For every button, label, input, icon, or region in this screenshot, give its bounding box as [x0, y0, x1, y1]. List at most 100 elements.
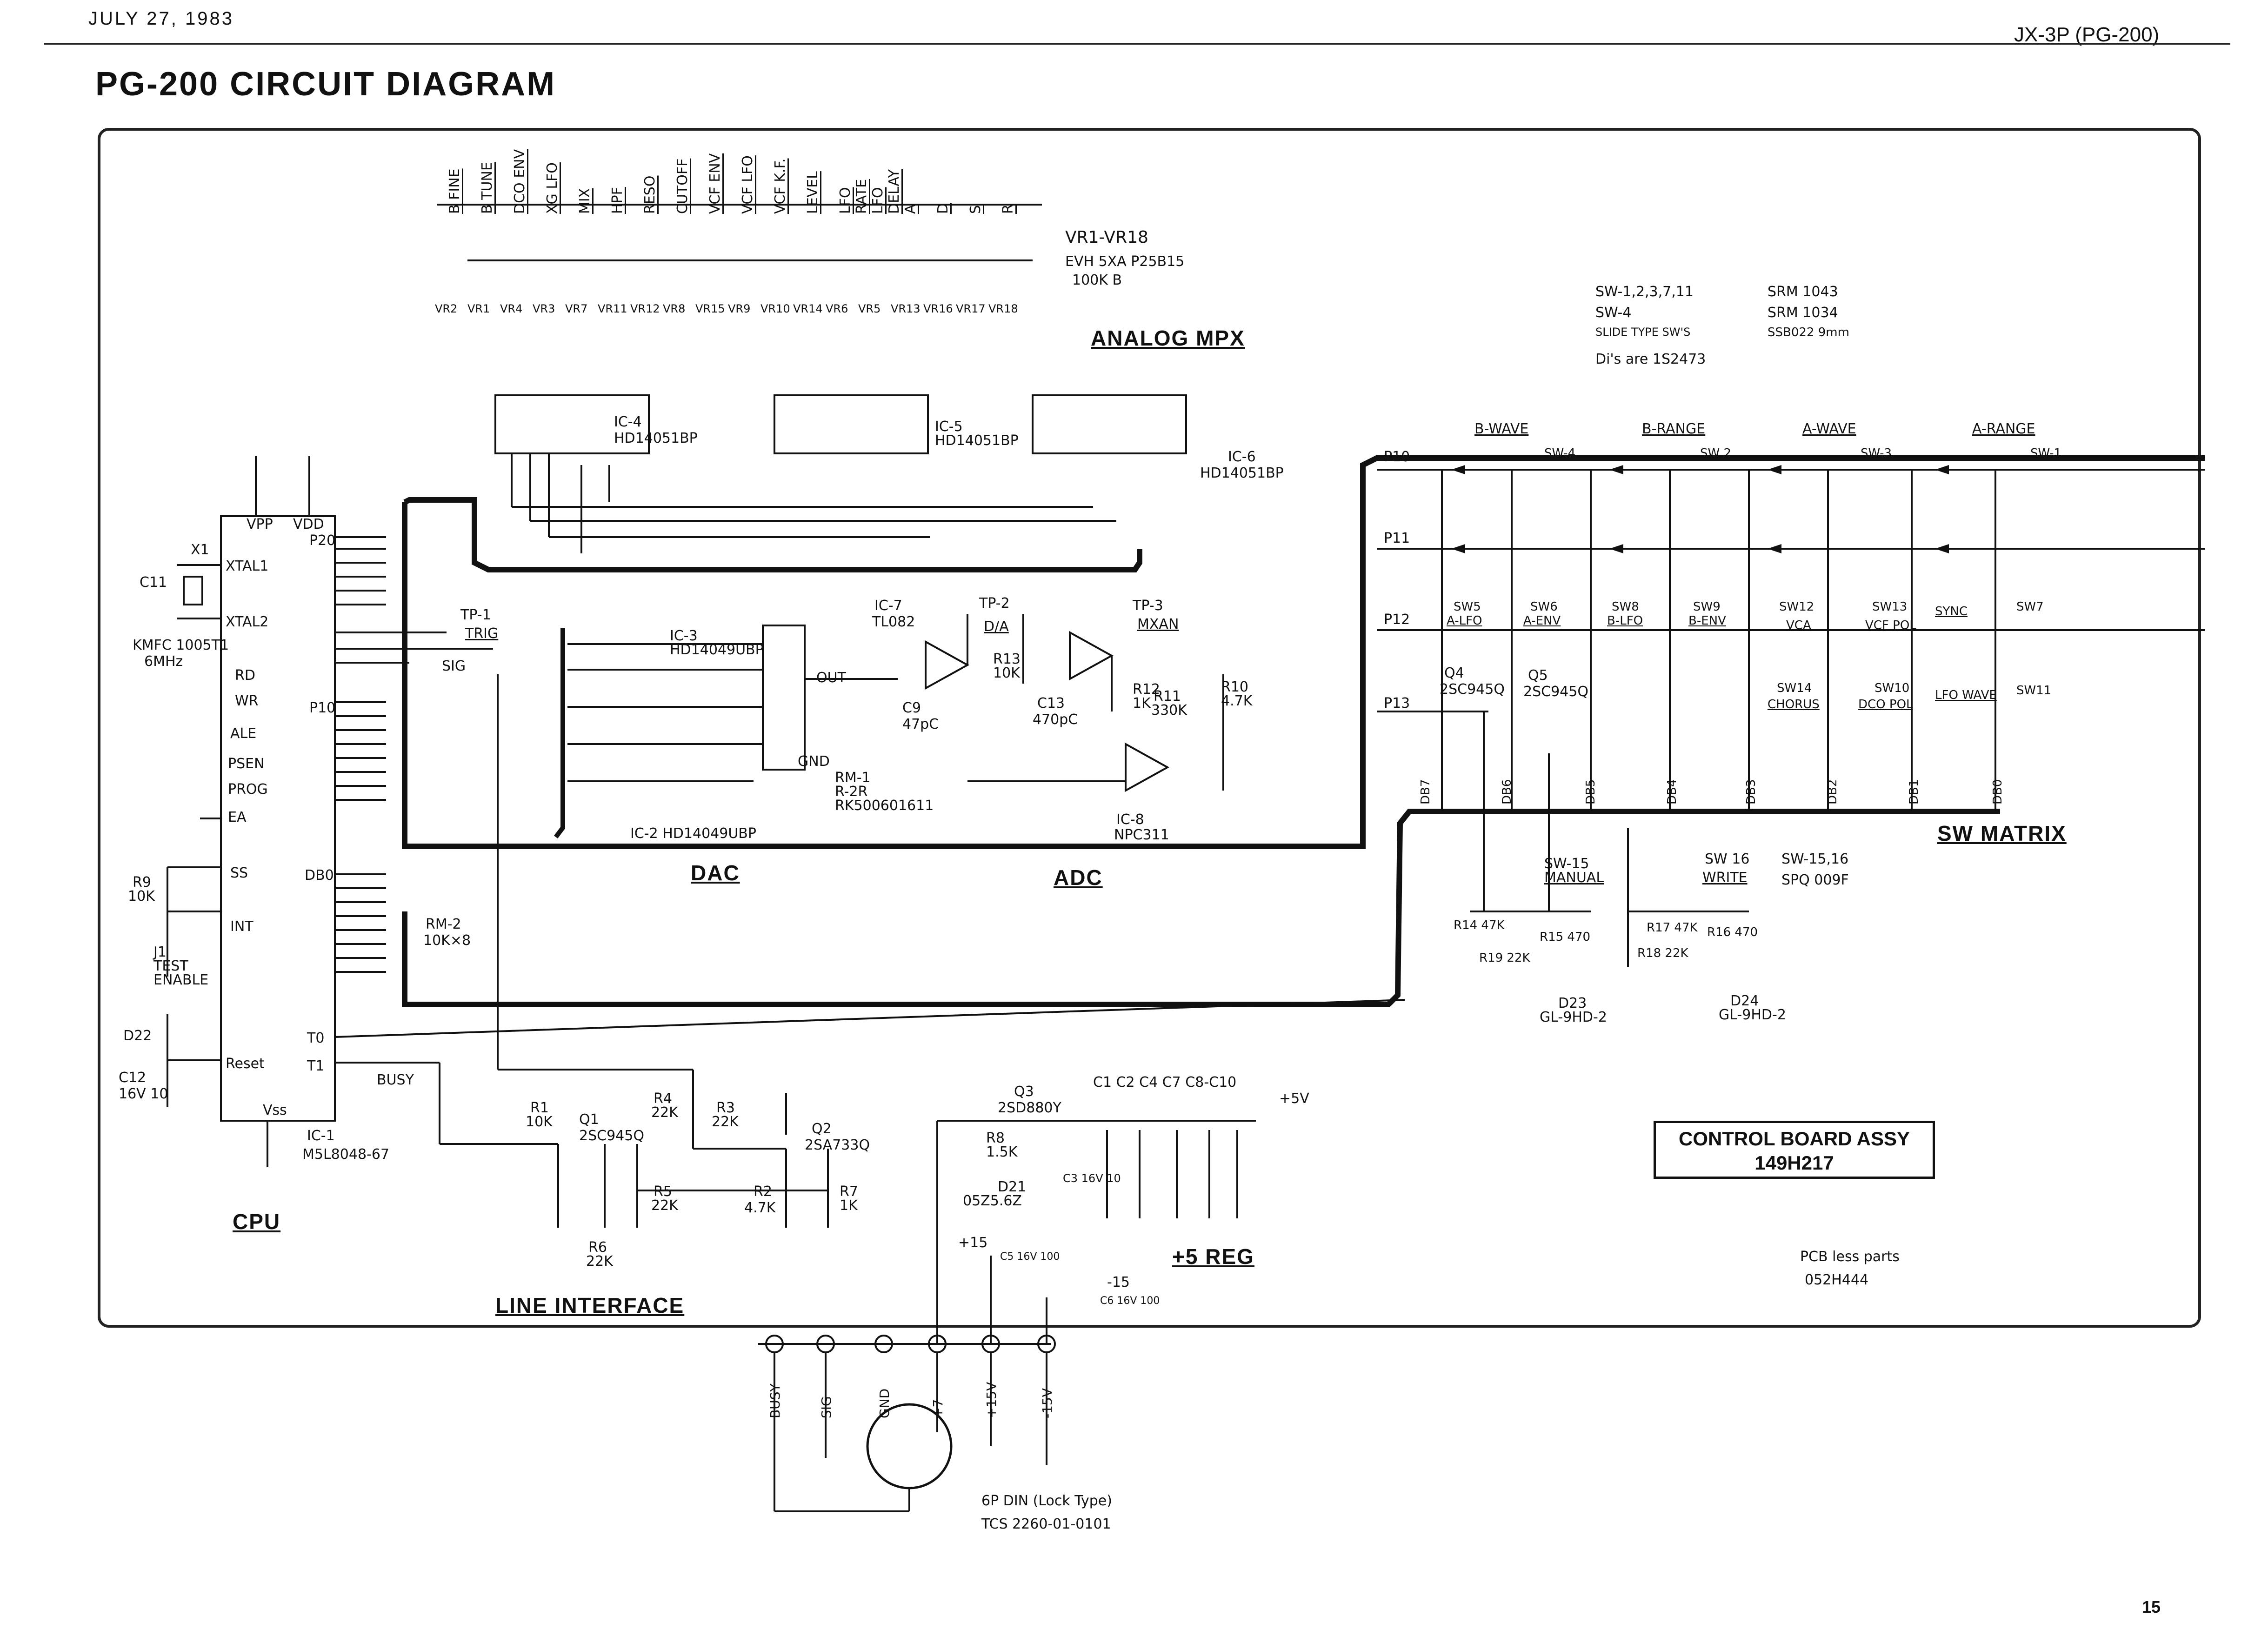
section-adc: ADC — [1054, 865, 1103, 890]
switch-name: B-ENV — [1688, 614, 1726, 628]
din-pin-label: SIG — [819, 1396, 834, 1418]
label-c9-value: 47pC — [902, 716, 939, 732]
label-r7-value: 1K — [840, 1197, 858, 1214]
section-line-interface: LINE INTERFACE — [495, 1293, 685, 1317]
pot-label: VCF ENV — [707, 153, 723, 214]
note-vr-value: 100K B — [1072, 272, 1122, 288]
label-j1-enable: ENABLE — [153, 972, 209, 988]
label-write: WRITE — [1702, 870, 1748, 886]
label-ic4: IC-4 — [614, 414, 642, 430]
label-r19: R19 22K — [1479, 951, 1530, 965]
pot-label: R — [1000, 204, 1016, 214]
sw-row-p11: P11 — [1384, 530, 1410, 546]
label-r4: R4 — [654, 1090, 672, 1107]
din-pin-label: BUSY — [767, 1383, 783, 1418]
cpu-pin-xtal2: XTAL2 — [226, 614, 269, 630]
label-ic8: IC-8 — [1116, 811, 1144, 828]
label-dac-gnd: GND — [798, 753, 830, 770]
label-r5-value: 22K — [651, 1197, 678, 1214]
note-vr-range: VR1-VR18 — [1065, 228, 1148, 247]
vr-label: VR17 — [956, 302, 986, 315]
label-r9: R9 — [133, 874, 151, 891]
din-pin-label: -15V — [1040, 1388, 1055, 1418]
cpu-pin-p10: P10 — [309, 700, 336, 716]
label-q4: Q4 — [1444, 665, 1464, 681]
label-r5: R5 — [654, 1184, 672, 1200]
pot-label: S — [967, 205, 984, 214]
section-sw-matrix: SW MATRIX — [1937, 821, 2067, 845]
label-q2-value: 2SA733Q — [805, 1137, 870, 1153]
label-c6: C6 16V 100 — [1100, 1295, 1160, 1307]
label-c5: C5 16V 100 — [1000, 1251, 1060, 1263]
switch-label: SW-1 — [2030, 446, 2062, 460]
label-r14: R14 47K — [1454, 918, 1505, 932]
db-label: DB4 — [1665, 779, 1679, 805]
cpu-pin-prog: PROG — [228, 781, 268, 798]
label-ic7: IC-7 — [874, 598, 902, 614]
vr-label: VR18 — [988, 302, 1018, 315]
label-rm1-b: RK500601611 — [835, 798, 934, 814]
control-board-assy-box: CONTROL BOARD ASSY 149H217 — [1654, 1121, 1935, 1179]
label-r13: R13 — [993, 651, 1021, 667]
label-trig: TRIG — [465, 625, 499, 642]
label-r11-value: 330K — [1151, 702, 1187, 718]
label-rm2: RM-2 — [426, 916, 461, 932]
label-da: D/A — [984, 618, 1009, 635]
pot-label: B FINE — [447, 168, 463, 214]
cpu-pin-db0: DB0 — [305, 867, 334, 884]
label-d24: D24 — [1730, 993, 1759, 1009]
section-plus5-reg: +5 REG — [1172, 1244, 1254, 1269]
pot-label: DCO ENV — [512, 149, 528, 214]
label-q4-value: 2SC945Q — [1440, 681, 1505, 698]
label-r15: R15 470 — [1540, 930, 1591, 944]
db-label: DB5 — [1584, 779, 1598, 805]
label-d21: D21 — [998, 1179, 1027, 1195]
note-slide-type: SLIDE TYPE SW'S — [1595, 326, 1691, 339]
cpu-pin-psen: PSEN — [228, 756, 265, 772]
ic6-chip — [1032, 394, 1187, 454]
switch-label: SW10 — [1874, 681, 1910, 695]
cpu-pin-t0: T0 — [307, 1030, 325, 1046]
switch-name: A-LFO — [1447, 614, 1482, 628]
bus-p2-heavy — [403, 497, 1142, 572]
pot-label: LFO RATE — [837, 179, 870, 214]
vr-label: VR3 — [533, 302, 555, 315]
label-tp2: TP-2 — [979, 595, 1010, 612]
note-sw-part-2: SRM 1034 — [1768, 305, 1838, 321]
note-vr-part: EVH 5XA P25B15 — [1065, 253, 1185, 270]
label-manual: MANUAL — [1544, 870, 1604, 886]
label-q1: Q1 — [579, 1111, 599, 1128]
label-ic4-part: HD14051BP — [614, 430, 698, 446]
note-diodes: Di's are 1S2473 — [1595, 351, 1706, 367]
vr-label: VR11 — [598, 302, 627, 315]
label-r3-value: 22K — [712, 1114, 739, 1130]
vr-label: VR2 — [435, 302, 458, 315]
switch-name: DCO POL — [1858, 698, 1913, 711]
diagram-frame — [98, 128, 2201, 1328]
switch-name: LFO WAVE — [1935, 688, 1997, 702]
pot-label: A — [902, 204, 919, 214]
label-d23-value: GL-9HD-2 — [1540, 1009, 1607, 1025]
cpu-pin-ss: SS — [230, 865, 248, 881]
label-r7: R7 — [840, 1184, 858, 1200]
header-model: JX-3P (PG-200) — [2014, 23, 2160, 46]
label-r2: R2 — [754, 1184, 772, 1200]
vr-label: VR5 — [858, 302, 881, 315]
switch-label: SW7 — [2016, 600, 2044, 614]
switch-name: B-LFO — [1607, 614, 1643, 628]
label-plus15: +15 — [958, 1235, 988, 1251]
label-x1: X1 — [191, 542, 209, 558]
label-minus15: -15 — [1107, 1274, 1130, 1290]
label-r9-value: 10K — [128, 888, 155, 904]
label-r12-value: 1K — [1133, 695, 1151, 711]
vr-label: VR16 — [923, 302, 953, 315]
sw-group-b-range: B-RANGE — [1642, 421, 1706, 437]
cpu-pin-vdd: VDD — [293, 516, 324, 532]
vr-label: VR13 — [891, 302, 921, 315]
pot-label: MIX — [577, 188, 593, 214]
label-r4-value: 22K — [651, 1104, 678, 1121]
label-c9: C9 — [902, 700, 921, 716]
label-tp3: TP-3 — [1133, 598, 1163, 614]
switch-label: SW8 — [1612, 600, 1639, 614]
